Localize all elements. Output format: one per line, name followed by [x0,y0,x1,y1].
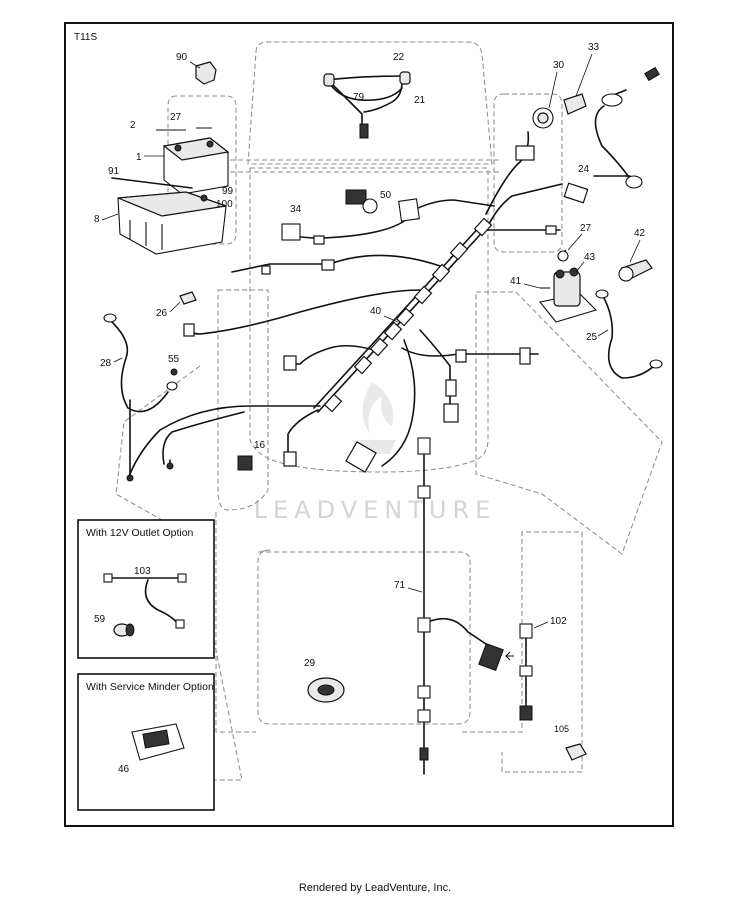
part-30-label: 30 [553,60,565,71]
starter-solenoid [539,249,653,323]
part-8-label: 8 [94,214,100,225]
footer-credit: Rendered by LeadVenture, Inc. [298,882,452,894]
battery-cable-24 [593,66,660,189]
part-26-clip [179,291,197,305]
battery-cable-25 [595,289,663,379]
part-16-relay [237,455,253,471]
part-21-label: 21 [414,95,426,106]
part-29-label: 29 [304,658,316,669]
part-34-label: 34 [290,204,302,215]
part-55-label: 55 [168,354,180,365]
part-22-label: 22 [393,52,405,63]
part-105-switch [565,743,587,761]
frame-outlines [115,41,663,781]
diagram-frame [64,22,674,827]
headlight-harness [323,71,411,139]
part-90-connector [195,61,217,85]
part-91-label: 91 [108,166,120,177]
part-102-label: 102 [550,616,567,627]
part-41-label: 41 [510,276,522,287]
part-50-label: 50 [380,190,392,201]
part-28-label: 28 [100,358,112,369]
part-27a-label: 27 [170,112,182,123]
minder-option-title: With Service Minder Option [86,681,214,693]
part-33-label: 33 [588,42,600,53]
part-99-label: 99 [222,186,234,197]
part-105-label: 105 [554,724,569,734]
part-16-label: 16 [254,440,266,451]
rear-harness-71 [417,437,504,775]
part-90-label: 90 [176,52,188,63]
battery-assembly [111,127,230,255]
diagram-code: T11S [74,32,97,43]
part-103-label: 103 [134,566,151,577]
part-27b-label: 27 [580,223,592,234]
pto-switch [345,189,367,205]
part-43-label: 43 [584,252,596,263]
main-harness [129,131,589,475]
part-25-label: 25 [586,332,598,343]
part-34-switch [281,223,301,241]
part-33-bracket [563,93,587,115]
part-1-label: 1 [136,152,142,163]
part-102-harness [505,623,533,721]
part-26-label: 26 [156,308,168,319]
part-55-screw [170,368,178,376]
part-24-label: 24 [578,164,590,175]
part-40-label: 40 [370,306,382,317]
part-100-label: 100 [216,199,233,210]
outlet-option-title: With 12V Outlet Option [86,527,194,539]
minder-option-box: With Service Minder Option 46 [77,673,215,811]
part-46-label: 46 [118,764,130,775]
part-59-label: 59 [94,614,106,625]
ground-cable-28 [103,313,178,482]
part-2-label: 2 [130,120,136,131]
part-labels: 90 22 79 21 30 33 2 27 1 91 99 100 8 24 … [94,42,646,734]
part-71-label: 71 [394,580,406,591]
watermark-text: LEADVENTURE [254,496,497,524]
part-42-label: 42 [634,228,646,239]
part-79-label: 79 [353,92,365,103]
outlet-option-box: With 12V Outlet Option 103 59 [77,519,215,659]
